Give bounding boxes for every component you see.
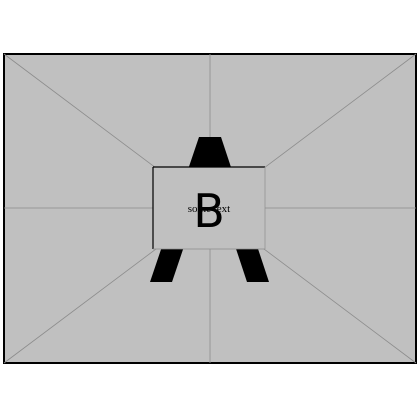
inner-placeholder-box [153, 167, 265, 249]
inner-box-edges [152, 166, 265, 249]
inner-guide-lines [153, 167, 266, 250]
caption-text: some text [188, 203, 230, 215]
letter-b: B [193, 184, 225, 238]
